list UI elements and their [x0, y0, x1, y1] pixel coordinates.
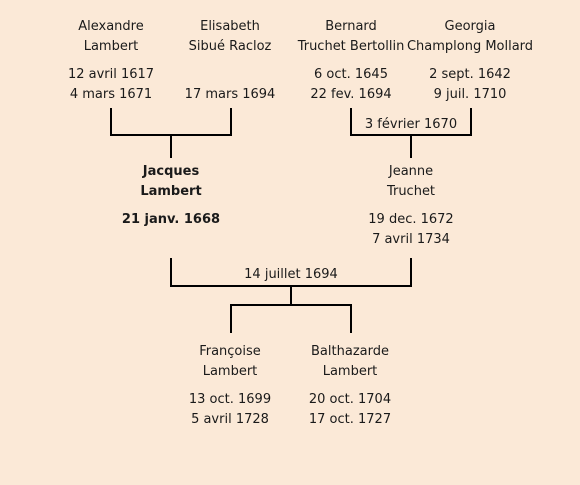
first-name: Elisabeth [200, 19, 260, 34]
person-jeanne: Jeanne Truchet 19 dec. 1672 7 avril 1734 [351, 162, 471, 250]
person-balthazarde: Balthazarde Lambert 20 oct. 1704 17 oct.… [290, 342, 410, 430]
last-name: Sibué Racloz [188, 39, 272, 54]
birth-date: 2 sept. 1642 [429, 67, 511, 82]
first-name: Alexandre [78, 19, 144, 34]
person-jacques: Jacques Lambert 21 janv. 1668 [111, 162, 231, 230]
first-name: Balthazarde [311, 344, 389, 359]
connector-lambert-couple [110, 108, 232, 136]
first-name: Bernard [325, 19, 377, 34]
first-name: Georgia [444, 19, 496, 34]
person-bernard: Bernard Truchet Bertollin 6 oct. 1645 22… [290, 17, 412, 105]
first-name: Jeanne [388, 164, 434, 179]
death-date: 17 oct. 1727 [308, 412, 392, 427]
person-francoise: Françoise Lambert 13 oct. 1699 5 avril 1… [170, 342, 290, 430]
death-date: 5 avril 1728 [191, 412, 269, 427]
death-date: 22 fev. 1694 [310, 87, 392, 102]
last-name: Lambert [202, 364, 258, 379]
birth-date [170, 65, 290, 85]
marriage-date-jacques-jeanne: 14 juillet 1694 [236, 267, 346, 283]
person-alexandre: Alexandre Lambert 12 avril 1617 4 mars 1… [51, 17, 171, 105]
connector-children [230, 304, 352, 333]
last-name: Lambert [83, 39, 139, 54]
first-name: Jacques [142, 164, 200, 179]
last-name: Lambert [322, 364, 378, 379]
marriage-date-bernard-georgia: 3 février 1670 [362, 117, 460, 133]
death-date: 17 mars 1694 [184, 87, 276, 102]
birth-date: 19 dec. 1672 [368, 212, 454, 227]
last-name: Lambert [140, 184, 202, 199]
birth-date: 21 janv. 1668 [121, 212, 221, 227]
death-date: 4 mars 1671 [69, 87, 153, 102]
last-name: Champlong Mollard [406, 39, 534, 54]
birth-date: 13 oct. 1699 [188, 392, 272, 407]
last-name: Truchet [386, 184, 436, 199]
birth-date: 12 avril 1617 [67, 67, 155, 82]
person-georgia: Georgia Champlong Mollard 2 sept. 1642 9… [405, 17, 535, 105]
first-name: Françoise [199, 344, 261, 359]
last-name: Truchet Bertollin [297, 39, 405, 54]
death-date: 7 avril 1734 [372, 232, 450, 247]
birth-date: 6 oct. 1645 [314, 67, 388, 82]
person-elisabeth: Elisabeth Sibué Racloz 17 mars 1694 [170, 17, 290, 105]
birth-date: 20 oct. 1704 [308, 392, 392, 407]
death-date: 9 juil. 1710 [433, 87, 507, 102]
